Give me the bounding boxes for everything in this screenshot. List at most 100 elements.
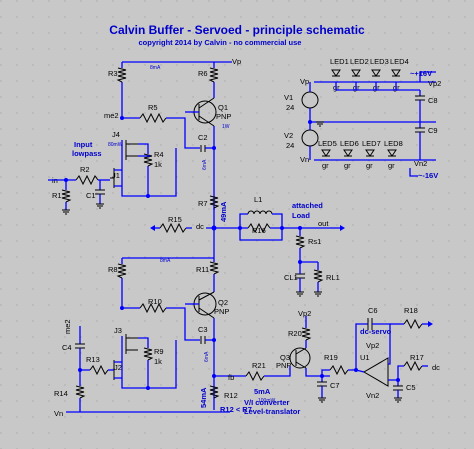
resistor-r15	[159, 222, 187, 234]
transistor-q3	[289, 347, 311, 369]
label-r2: R2	[80, 165, 90, 174]
label-r9: R9	[154, 347, 164, 356]
label-q1: Q1	[218, 103, 228, 112]
vi-converter: fb R21 5mA 100mW V/I converter Level-tra…	[212, 309, 358, 416]
current-r7: 49mA	[219, 201, 228, 222]
led5-label: LED5	[318, 139, 337, 148]
resistor-r18	[403, 318, 423, 330]
label-r3: R3	[108, 69, 118, 78]
label-vn2-psu: Vn2	[414, 159, 427, 168]
resistor-r4	[143, 153, 154, 167]
resistor-r12	[209, 385, 220, 399]
jfet-j1	[110, 168, 115, 188]
power-supply: Vp V1 24 V2 24 Vn LED1 LED2 LED3 LED4 gr…	[284, 57, 441, 180]
label-r9-value: 1k	[154, 357, 162, 366]
label-v1: V1	[284, 93, 293, 102]
label-c5: C5	[406, 383, 416, 392]
led6-color: gr	[344, 161, 351, 170]
label-vp2-u1: Vp2	[366, 341, 379, 350]
label-dc-servo: dc-servo	[360, 327, 392, 336]
schematic-title: Calvin Buffer - Servoed - principle sche…	[109, 23, 365, 37]
resistor-r19	[329, 364, 349, 376]
label-cl1: CL1	[284, 273, 298, 282]
label-j4: J4	[112, 130, 120, 139]
jfet-j3	[125, 334, 138, 354]
label-j4-current: 80mW	[108, 142, 123, 148]
resistor-r6	[208, 67, 219, 83]
led2-label: LED2	[350, 57, 369, 66]
resistor-r21	[245, 370, 265, 382]
label-j2: J2	[114, 363, 122, 372]
label-q3: Q3	[280, 353, 290, 362]
current-q1: 6mA	[202, 159, 208, 170]
label-c1: C1	[86, 191, 96, 200]
label-level-translator: Level-translator	[244, 407, 300, 416]
label-c3: C3	[198, 325, 208, 334]
dc-servo: C6 dc-servo R18 U1 Vp2 Vn2 R17 dc C5	[355, 306, 440, 403]
resistor-r2	[75, 174, 99, 186]
resistor-r16	[247, 222, 271, 234]
current-r8: 8mA	[160, 258, 171, 264]
label-v2: V2	[284, 131, 293, 140]
resistor-r13	[89, 364, 109, 376]
led7-label: LED7	[362, 139, 381, 148]
label-input: Input	[74, 140, 93, 149]
label-dc: dc	[196, 222, 204, 231]
label-u1: U1	[360, 353, 370, 362]
upper-stage: Vp 8mA R3 R6 me2 R5 Q1 PNP 1W C2 6mA	[48, 57, 241, 215]
label-q1-power: 1W	[222, 124, 230, 130]
label-q3-power: 100mW	[258, 398, 276, 404]
label-lowpass: lowpass	[72, 149, 102, 158]
label-load: Load	[292, 211, 310, 220]
label-r10: R10	[148, 297, 162, 306]
label-vp2-psu: Vp2	[428, 79, 441, 88]
jfet-j4	[125, 140, 138, 160]
resistor-r5	[139, 112, 167, 124]
resistor-r7	[209, 195, 220, 209]
led8-label: LED8	[384, 139, 403, 148]
label-r21: R21	[252, 361, 266, 370]
label-r4-value: 1k	[154, 160, 162, 169]
label-5ma: 5mA	[254, 387, 271, 396]
inductor-l1	[247, 210, 273, 215]
label-r7: R7	[198, 199, 208, 208]
label-vp2-q3: Vp2	[298, 309, 311, 318]
led6-label: LED6	[340, 139, 359, 148]
label-r4: R4	[154, 150, 164, 159]
led-row-top	[331, 69, 401, 77]
label-r12-r7: R12 < R7	[220, 405, 252, 414]
label-r18: R18	[404, 306, 418, 315]
label-c2: C2	[198, 133, 208, 142]
resistor-r11	[209, 261, 220, 275]
label-r15: R15	[168, 215, 182, 224]
resistor-rs1	[295, 235, 306, 249]
label-fb: fb	[228, 373, 234, 382]
label-vp-psu: Vp	[300, 77, 309, 86]
label-q2-type: PNP	[214, 307, 229, 316]
current-r3: 8mA	[150, 65, 161, 71]
label-vp-top: Vp	[232, 57, 241, 66]
label-me2: me2	[104, 111, 119, 120]
label-c6: C6	[368, 306, 378, 315]
label-vn-bottom: Vn	[54, 409, 63, 418]
label-r12: R12	[224, 391, 238, 400]
led3-label: LED3	[370, 57, 389, 66]
label-r8: R8	[108, 265, 118, 274]
label-r13: R13	[86, 355, 100, 364]
label-c4: C4	[62, 343, 72, 352]
led-row-bottom	[321, 149, 397, 157]
center-output: R7 49mA R15 dc L1 R16 attached Load out …	[150, 195, 345, 297]
led7-color: gr	[366, 161, 373, 170]
label-c8: C8	[428, 96, 438, 105]
label-r14: R14	[54, 389, 68, 398]
resistor-r17	[403, 360, 423, 372]
resistor-r20	[301, 327, 312, 341]
resistor-r1	[61, 189, 72, 203]
label-dc-servo-out: dc	[432, 363, 440, 372]
label-vn2-u1: Vn2	[366, 391, 379, 400]
lower-stage: 8mA R8 R11 R10 Q2 PNP C3 6mA J3 R9	[54, 257, 252, 418]
label-r11: R11	[196, 265, 209, 274]
resistor-r14	[75, 385, 86, 399]
